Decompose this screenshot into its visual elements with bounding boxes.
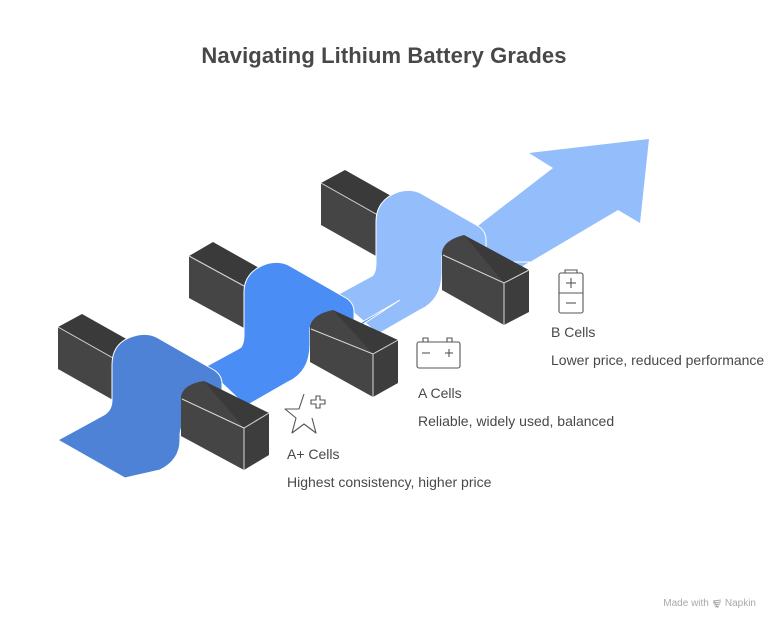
made-with-footer: Made with Napkin [663,598,756,609]
grade-label-a-plus: A+ Cells [287,446,340,462]
segment-a-plus-cells [56,314,270,479]
battery-vertical-icon [558,269,584,314]
star-plus-icon [284,393,326,434]
grade-description-a: Reliable, widely used, balanced [418,413,615,429]
cell-block-a-plus-front [181,381,270,470]
grade-label-b: B Cells [551,324,596,340]
grade-description-a-plus: Highest consistency, higher price [287,474,492,490]
car-battery-icon [416,337,461,369]
segment-a-cells [188,242,401,407]
grade-description-b: Lower price, reduced performance [551,352,765,368]
cell-block-b-front [442,235,530,325]
made-with-text: Made with [663,598,709,609]
cell-block-a-back [188,242,268,328]
page-title: Navigating Lithium Battery Grades [201,43,567,68]
progress-arrow-head [470,139,649,262]
cell-block-b-back [320,170,400,256]
napkin-logo-icon [712,599,721,608]
segment-b-cells [320,139,649,335]
brand-name: Napkin [724,598,756,609]
ribbon-a-plus-cells [56,333,248,479]
cell-block-a-front [310,310,399,397]
grade-label-a: A Cells [418,385,462,401]
